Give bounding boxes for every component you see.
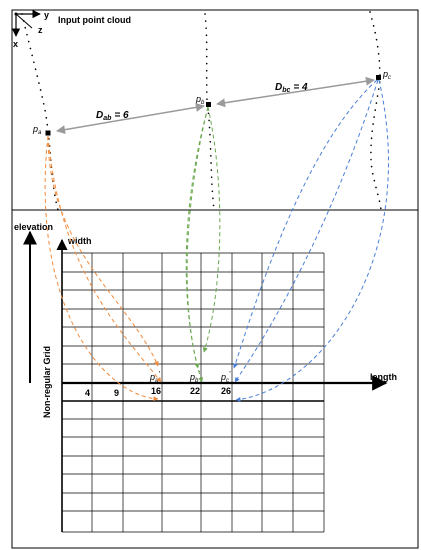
strand-b	[204, 13, 215, 211]
length-label: length	[370, 372, 397, 382]
axis-y-label: y	[44, 10, 49, 20]
panel-title: Input point cloud	[58, 15, 131, 25]
projection-curves-c	[233, 79, 389, 402]
tick-label: 16	[151, 386, 161, 396]
point-a-marker	[45, 130, 51, 136]
point-a-label: pa	[32, 124, 42, 136]
width-label: width	[67, 236, 92, 246]
point-cloud-strands	[21, 11, 382, 211]
distance-ab-label: Dab= 6	[96, 110, 129, 122]
point-b-label: pb	[195, 94, 205, 106]
point-b-marker	[206, 102, 211, 107]
tick-label: 26	[221, 386, 231, 396]
distance-bc-arrow	[216, 76, 375, 108]
coordinate-frame-icon	[11, 9, 41, 37]
grid-panel	[11, 209, 419, 549]
non-regular-grid	[62, 252, 325, 533]
distance-ab-arrow	[56, 102, 205, 135]
point-cloud-panel	[11, 9, 419, 211]
tick-label: 9	[114, 388, 119, 398]
projected-b-label: pb′	[189, 371, 200, 384]
strand-a	[21, 13, 59, 211]
tick-label: 22	[190, 386, 200, 396]
projected-c-label: pc′	[220, 371, 231, 384]
point-c-label: pc	[382, 69, 391, 81]
axis-x-label: x	[13, 39, 18, 49]
distance-bc-label: Dbc= 4	[275, 82, 308, 94]
axis-z-label: z	[38, 25, 43, 35]
projection-curves-b	[185, 106, 221, 383]
elevation-label: elevation	[14, 222, 53, 232]
point-c-marker	[376, 75, 381, 80]
strand-c	[369, 11, 382, 211]
tick-label: 4	[85, 388, 90, 398]
projection-curves-a	[44, 135, 162, 402]
side-label: Non-regular Grid	[42, 346, 52, 418]
